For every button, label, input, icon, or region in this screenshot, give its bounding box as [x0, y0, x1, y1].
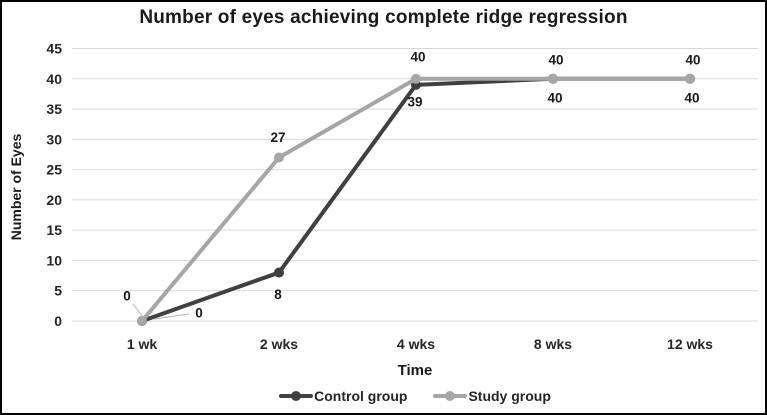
data-label: 27 — [270, 130, 285, 145]
legend: Control group Study group — [72, 388, 758, 404]
legend-marker-control-icon — [279, 391, 314, 401]
y-tick-label: 30 — [46, 131, 62, 147]
y-tick-label: 35 — [46, 101, 62, 117]
x-tick-label: 8 wks — [534, 336, 572, 352]
y-tick-label: 0 — [54, 313, 62, 329]
legend-item-study: Study group — [433, 388, 551, 404]
y-tick-label: 15 — [46, 222, 62, 238]
x-axis-title: Time — [397, 362, 433, 379]
y-tick-label: 20 — [46, 192, 62, 208]
y-tick-label: 40 — [46, 71, 62, 87]
data-label: 0 — [195, 306, 203, 321]
chart-title: Number of eyes achieving complete ridge … — [139, 7, 628, 28]
data-point-marker — [685, 73, 695, 84]
x-tick-label: 12 wks — [667, 336, 713, 352]
legend-label-study: Study group — [468, 388, 551, 404]
x-tick-label: 2 wks — [260, 336, 298, 352]
x-tick-label: 1 wk — [127, 336, 158, 352]
data-label: 0 — [123, 289, 131, 304]
legend-marker-study-icon — [433, 391, 468, 401]
data-point-marker — [548, 73, 558, 84]
data-point-marker — [274, 267, 284, 278]
y-tick-label: 10 — [46, 252, 62, 268]
data-label: 40 — [685, 52, 700, 67]
x-tick-label: 4 wks — [397, 336, 435, 352]
data-label: 8 — [274, 287, 282, 302]
label-leader-line — [132, 303, 145, 319]
data-label: 40 — [684, 90, 699, 105]
y-tick-label: 45 — [46, 41, 62, 57]
data-label: 40 — [410, 49, 425, 64]
data-label: 40 — [547, 90, 562, 105]
y-axis-title: Number of Eyes — [8, 133, 24, 241]
y-tick-label: 5 — [54, 283, 62, 299]
label-leader-line — [153, 313, 190, 320]
data-point-marker — [411, 73, 421, 84]
y-tick-label: 25 — [46, 162, 62, 178]
data-label: 39 — [407, 94, 422, 109]
data-label: 40 — [548, 52, 563, 67]
data-point-marker — [137, 316, 147, 326]
legend-marker-dot-icon — [291, 391, 302, 401]
legend-marker-dot-icon — [445, 391, 456, 401]
legend-label-control: Control group — [314, 388, 408, 404]
data-point-marker — [274, 152, 284, 163]
legend-item-control: Control group — [279, 388, 407, 404]
